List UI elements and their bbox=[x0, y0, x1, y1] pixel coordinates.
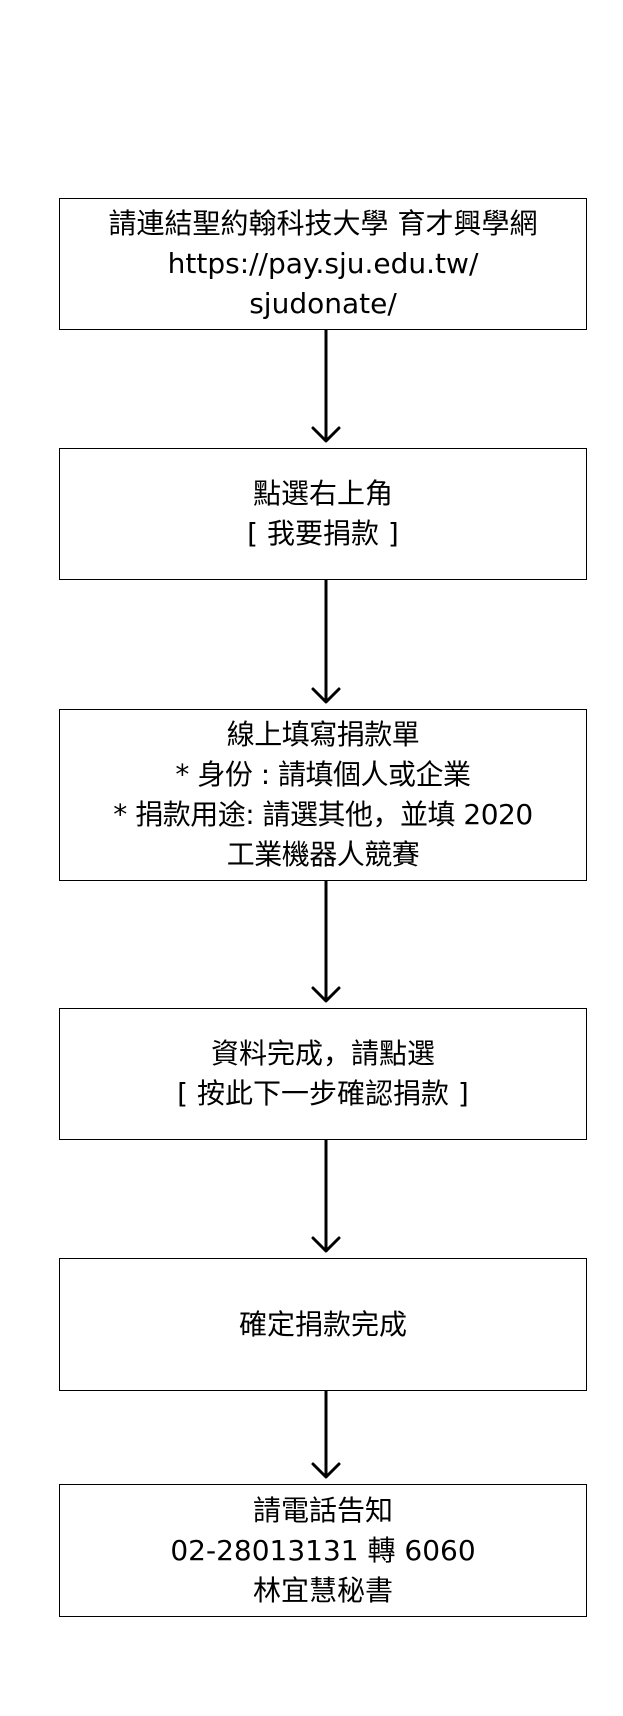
step-6-line-1: 請電話告知 bbox=[252, 1493, 393, 1527]
step-1-line-1: 請連結聖約翰科技大學 育才興學網 bbox=[108, 207, 538, 240]
step-3-box: 線上填寫捐款單 * 身份 : 請填個人或企業 * 捐款用途: 請選其他，並填 2… bbox=[59, 709, 587, 881]
step-3-line-4: 工業機器人競賽 bbox=[226, 838, 420, 871]
step-1-line-3: sjudonate/ bbox=[249, 287, 397, 320]
step-6-line-3: 林宜慧秘書 bbox=[252, 1573, 393, 1607]
step-4-line-2: [ 按此下一步確認捐款 ] bbox=[177, 1077, 469, 1110]
step-3-line-2: * 身份 : 請填個人或企業 bbox=[175, 758, 471, 791]
step-2-line-2: [ 我要捐款 ] bbox=[247, 517, 399, 550]
arrow-5-to-6 bbox=[311, 1389, 341, 1479]
step-3-line-1: 線上填寫捐款單 bbox=[226, 718, 420, 751]
step-6-line-2: 02-28013131 轉 6060 bbox=[170, 1533, 476, 1567]
arrow-3-to-4 bbox=[311, 879, 341, 1003]
step-1-line-2: https://pay.sju.edu.tw/ bbox=[167, 247, 479, 280]
step-5-box: 確定捐款完成 bbox=[59, 1258, 587, 1391]
step-2-line-1: 點選右上角 bbox=[252, 477, 393, 510]
step-6-box: 請電話告知 02-28013131 轉 6060 林宜慧秘書 bbox=[59, 1484, 587, 1617]
step-3-line-3: * 捐款用途: 請選其他，並填 2020 bbox=[113, 798, 533, 831]
step-2-box: 點選右上角 [ 我要捐款 ] bbox=[59, 448, 587, 580]
arrow-4-to-5 bbox=[311, 1138, 341, 1253]
step-4-line-1: 資料完成，請點選 bbox=[210, 1037, 435, 1070]
arrow-1-to-2 bbox=[311, 328, 341, 443]
arrow-2-to-3 bbox=[311, 578, 341, 704]
step-5-line-1: 確定捐款完成 bbox=[238, 1307, 407, 1341]
step-1-box: 請連結聖約翰科技大學 育才興學網 https://pay.sju.edu.tw/… bbox=[59, 198, 587, 330]
step-4-box: 資料完成，請點選 [ 按此下一步確認捐款 ] bbox=[59, 1008, 587, 1140]
